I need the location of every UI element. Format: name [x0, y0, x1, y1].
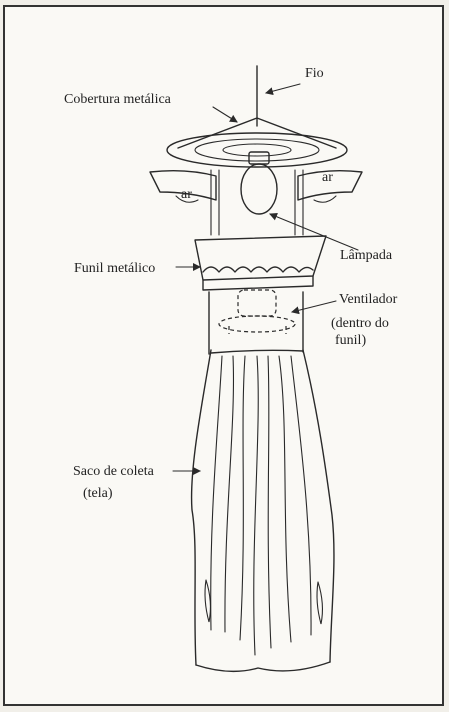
label-dentro-do: (dentro do: [331, 316, 389, 331]
page-border: [4, 6, 443, 705]
label-ventilador: Ventilador: [339, 292, 398, 307]
label-funil-metalico: Funil metálico: [74, 261, 155, 276]
label-saco-de-coleta: Saco de coleta: [73, 464, 155, 479]
label-tela: (tela): [83, 486, 113, 501]
label-air-right: ar: [322, 170, 333, 185]
label-lampada: Lâmpada: [340, 248, 393, 263]
label-funil-paren: funil): [335, 333, 366, 348]
label-fio: Fio: [305, 66, 324, 81]
label-air-left: ar: [181, 187, 192, 202]
label-cobertura-metalica: Cobertura metálica: [64, 92, 172, 107]
